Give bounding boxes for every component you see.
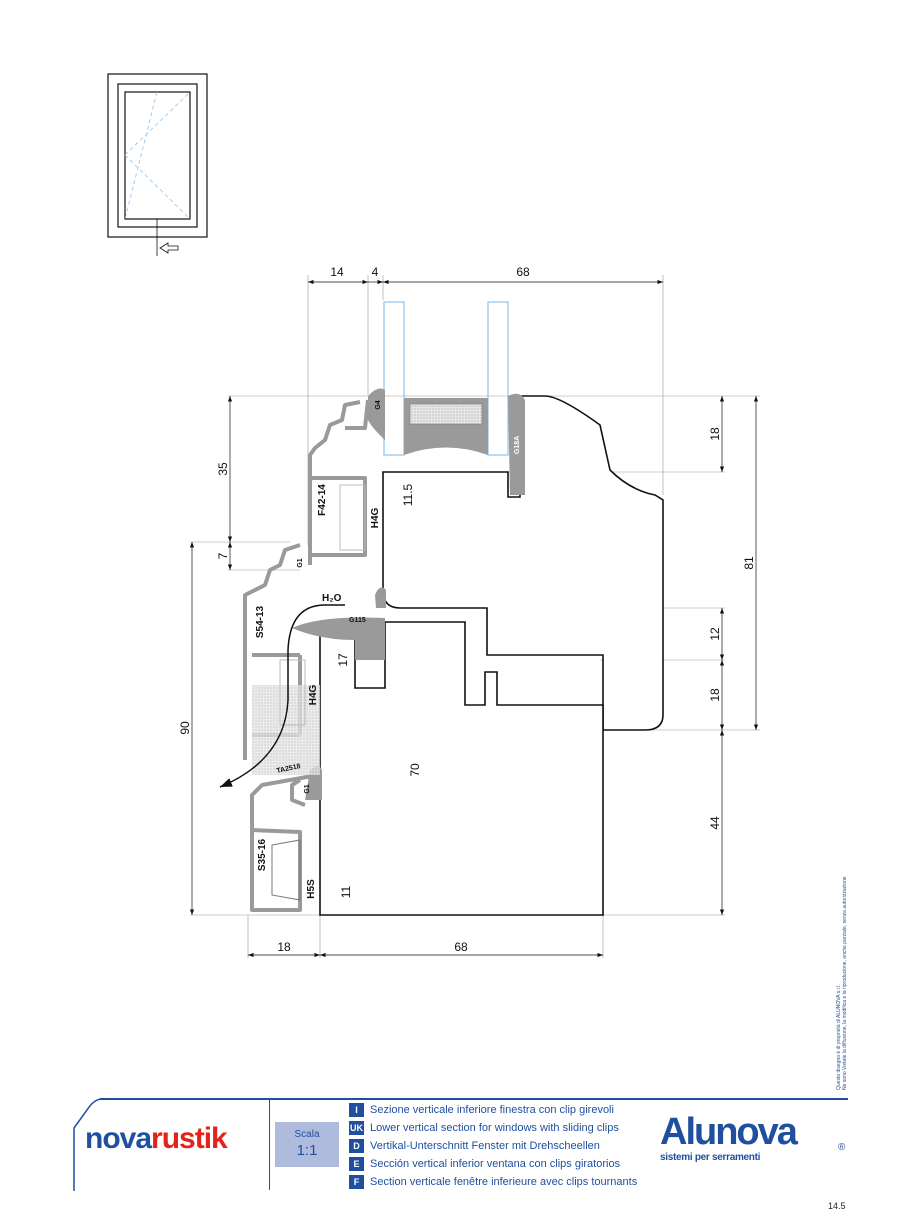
label-g1-bottom: G1	[304, 784, 311, 793]
scale-label: Scala	[294, 1129, 320, 1140]
notice-line-2: Ne sono Vietate la diffusione, la modifi…	[842, 876, 848, 1090]
drainage-path	[219, 604, 345, 788]
glazing-unit	[383, 301, 509, 456]
label-s54-13: S54-13	[255, 605, 266, 638]
label-h2o: H₂O	[322, 593, 342, 604]
dim-right-18b: 18	[708, 688, 722, 702]
dim-right-18: 18	[708, 427, 722, 441]
label-g1-top: G1	[297, 558, 304, 567]
page-number: 14.5	[828, 1201, 846, 1211]
dim-inner-11: 11	[339, 885, 353, 898]
dim-bottom-68: 68	[454, 940, 468, 954]
scale-box: Scala 1:1	[275, 1122, 339, 1167]
dim-right-81: 81	[742, 556, 756, 570]
alunova-logo: Alunova sistemi per serramenti ®	[660, 1111, 846, 1163]
label-h5s: H5S	[306, 879, 317, 899]
label-h4g-mid: H4G	[308, 684, 319, 705]
scale-value: 1:1	[296, 1142, 318, 1159]
novarustik-logo: novarustik	[85, 1122, 228, 1155]
title-block-corner	[73, 1098, 103, 1191]
label-g115: G115	[349, 617, 366, 624]
label-f42-14: F42-14	[317, 484, 328, 516]
window-elevation-thumbnail	[107, 73, 208, 256]
dim-top-14: 14	[330, 265, 344, 279]
dim-top-68: 68	[516, 265, 530, 279]
wood-frame	[319, 621, 604, 916]
dim-inner-70: 70	[408, 763, 422, 777]
dim-left-35: 35	[216, 462, 230, 476]
dim-inner-17: 17	[336, 653, 350, 667]
label-s35-16: S35-16	[257, 838, 268, 871]
dim-right-12: 12	[708, 627, 722, 641]
dim-left-7: 7	[216, 552, 230, 559]
dim-inner-11-5: 11.5	[401, 483, 415, 506]
dim-left-90: 90	[178, 721, 192, 735]
dim-bottom-18: 18	[277, 940, 291, 954]
label-g4: G4	[375, 400, 382, 409]
label-ta2518: TA2518	[276, 763, 301, 775]
label-h4g-top: H4G	[370, 507, 381, 528]
dim-right-44: 44	[708, 816, 722, 830]
title-block-rule	[100, 1098, 848, 1100]
title-block-divider	[269, 1100, 270, 1190]
insulation-fill	[252, 685, 320, 775]
copyright-notice: Questo disegno è di proprietà di ALUNOVA…	[836, 876, 848, 1090]
dim-top-4: 4	[372, 265, 379, 279]
label-g18a: G18A	[514, 436, 521, 454]
